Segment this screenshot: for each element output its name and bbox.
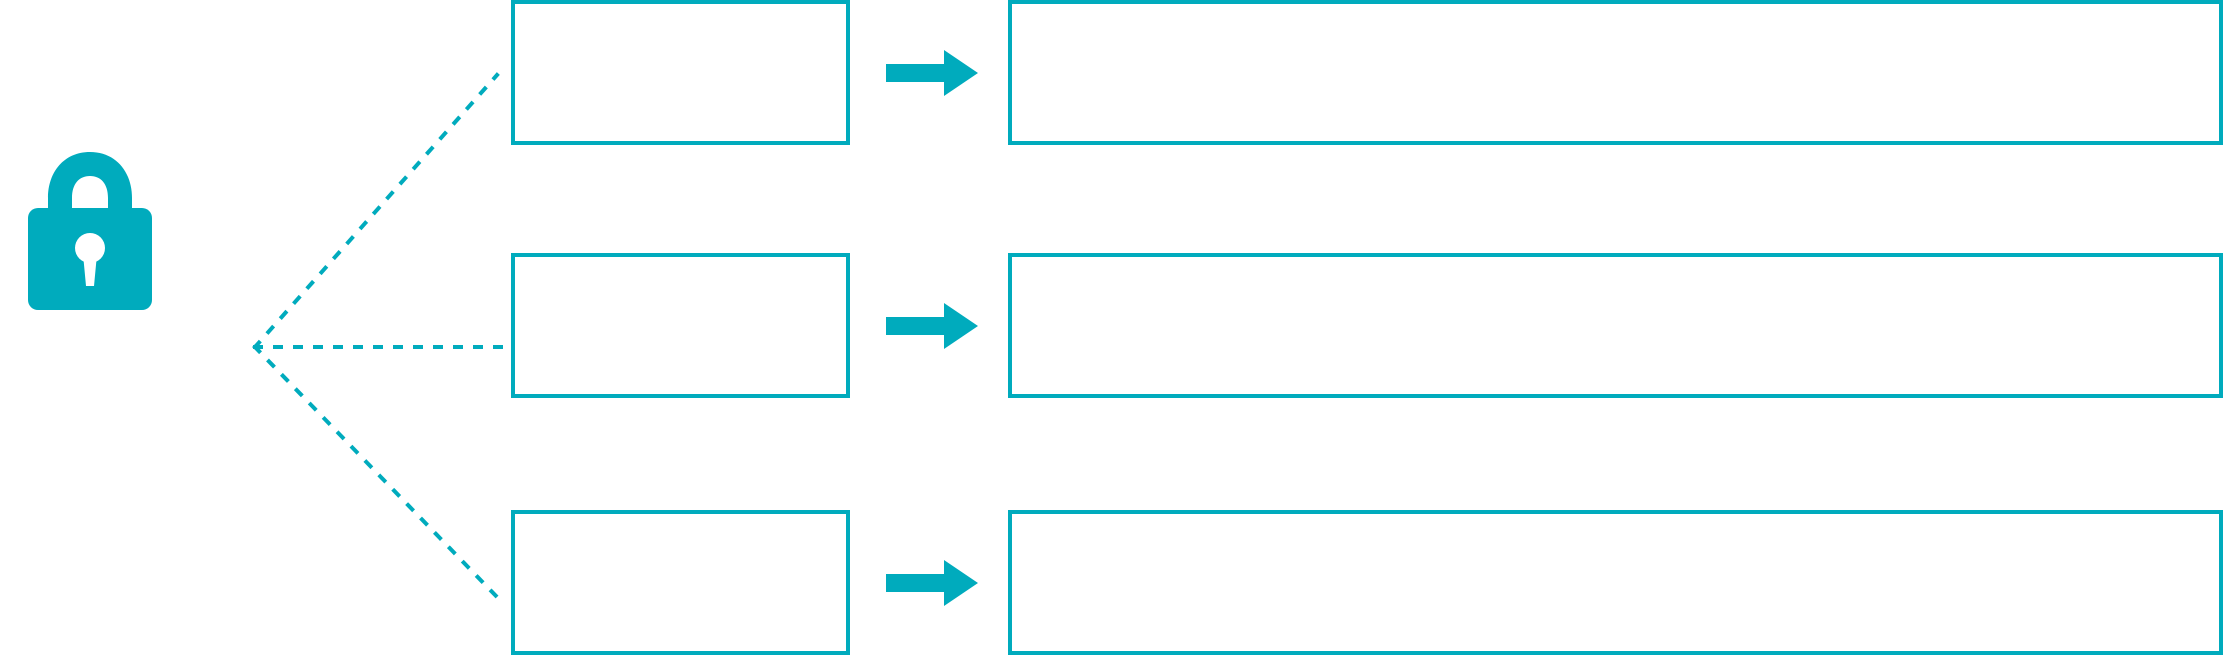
diagram-row xyxy=(0,510,2229,655)
right-arrow-icon-2 xyxy=(886,303,978,349)
condition-box-2-text xyxy=(515,257,846,285)
condition-box-3[interactable] xyxy=(511,510,850,655)
diagram-row xyxy=(0,253,2229,398)
condition-box-1[interactable] xyxy=(511,0,850,145)
right-arrow-icon-1 xyxy=(886,50,978,96)
diagram-row xyxy=(0,0,2229,145)
padlock-icon xyxy=(26,150,154,312)
outcome-box-1-text xyxy=(1012,4,2219,32)
outcome-box-2-text xyxy=(1012,257,2219,285)
right-arrow-icon-3 xyxy=(886,560,978,606)
outcome-box-2[interactable] xyxy=(1008,253,2223,398)
outcome-box-1[interactable] xyxy=(1008,0,2223,145)
condition-box-2[interactable] xyxy=(511,253,850,398)
condition-box-1-text xyxy=(515,4,846,32)
condition-box-3-text xyxy=(515,514,846,542)
outcome-box-3-text xyxy=(1012,514,2219,542)
outcome-box-3[interactable] xyxy=(1008,510,2223,655)
